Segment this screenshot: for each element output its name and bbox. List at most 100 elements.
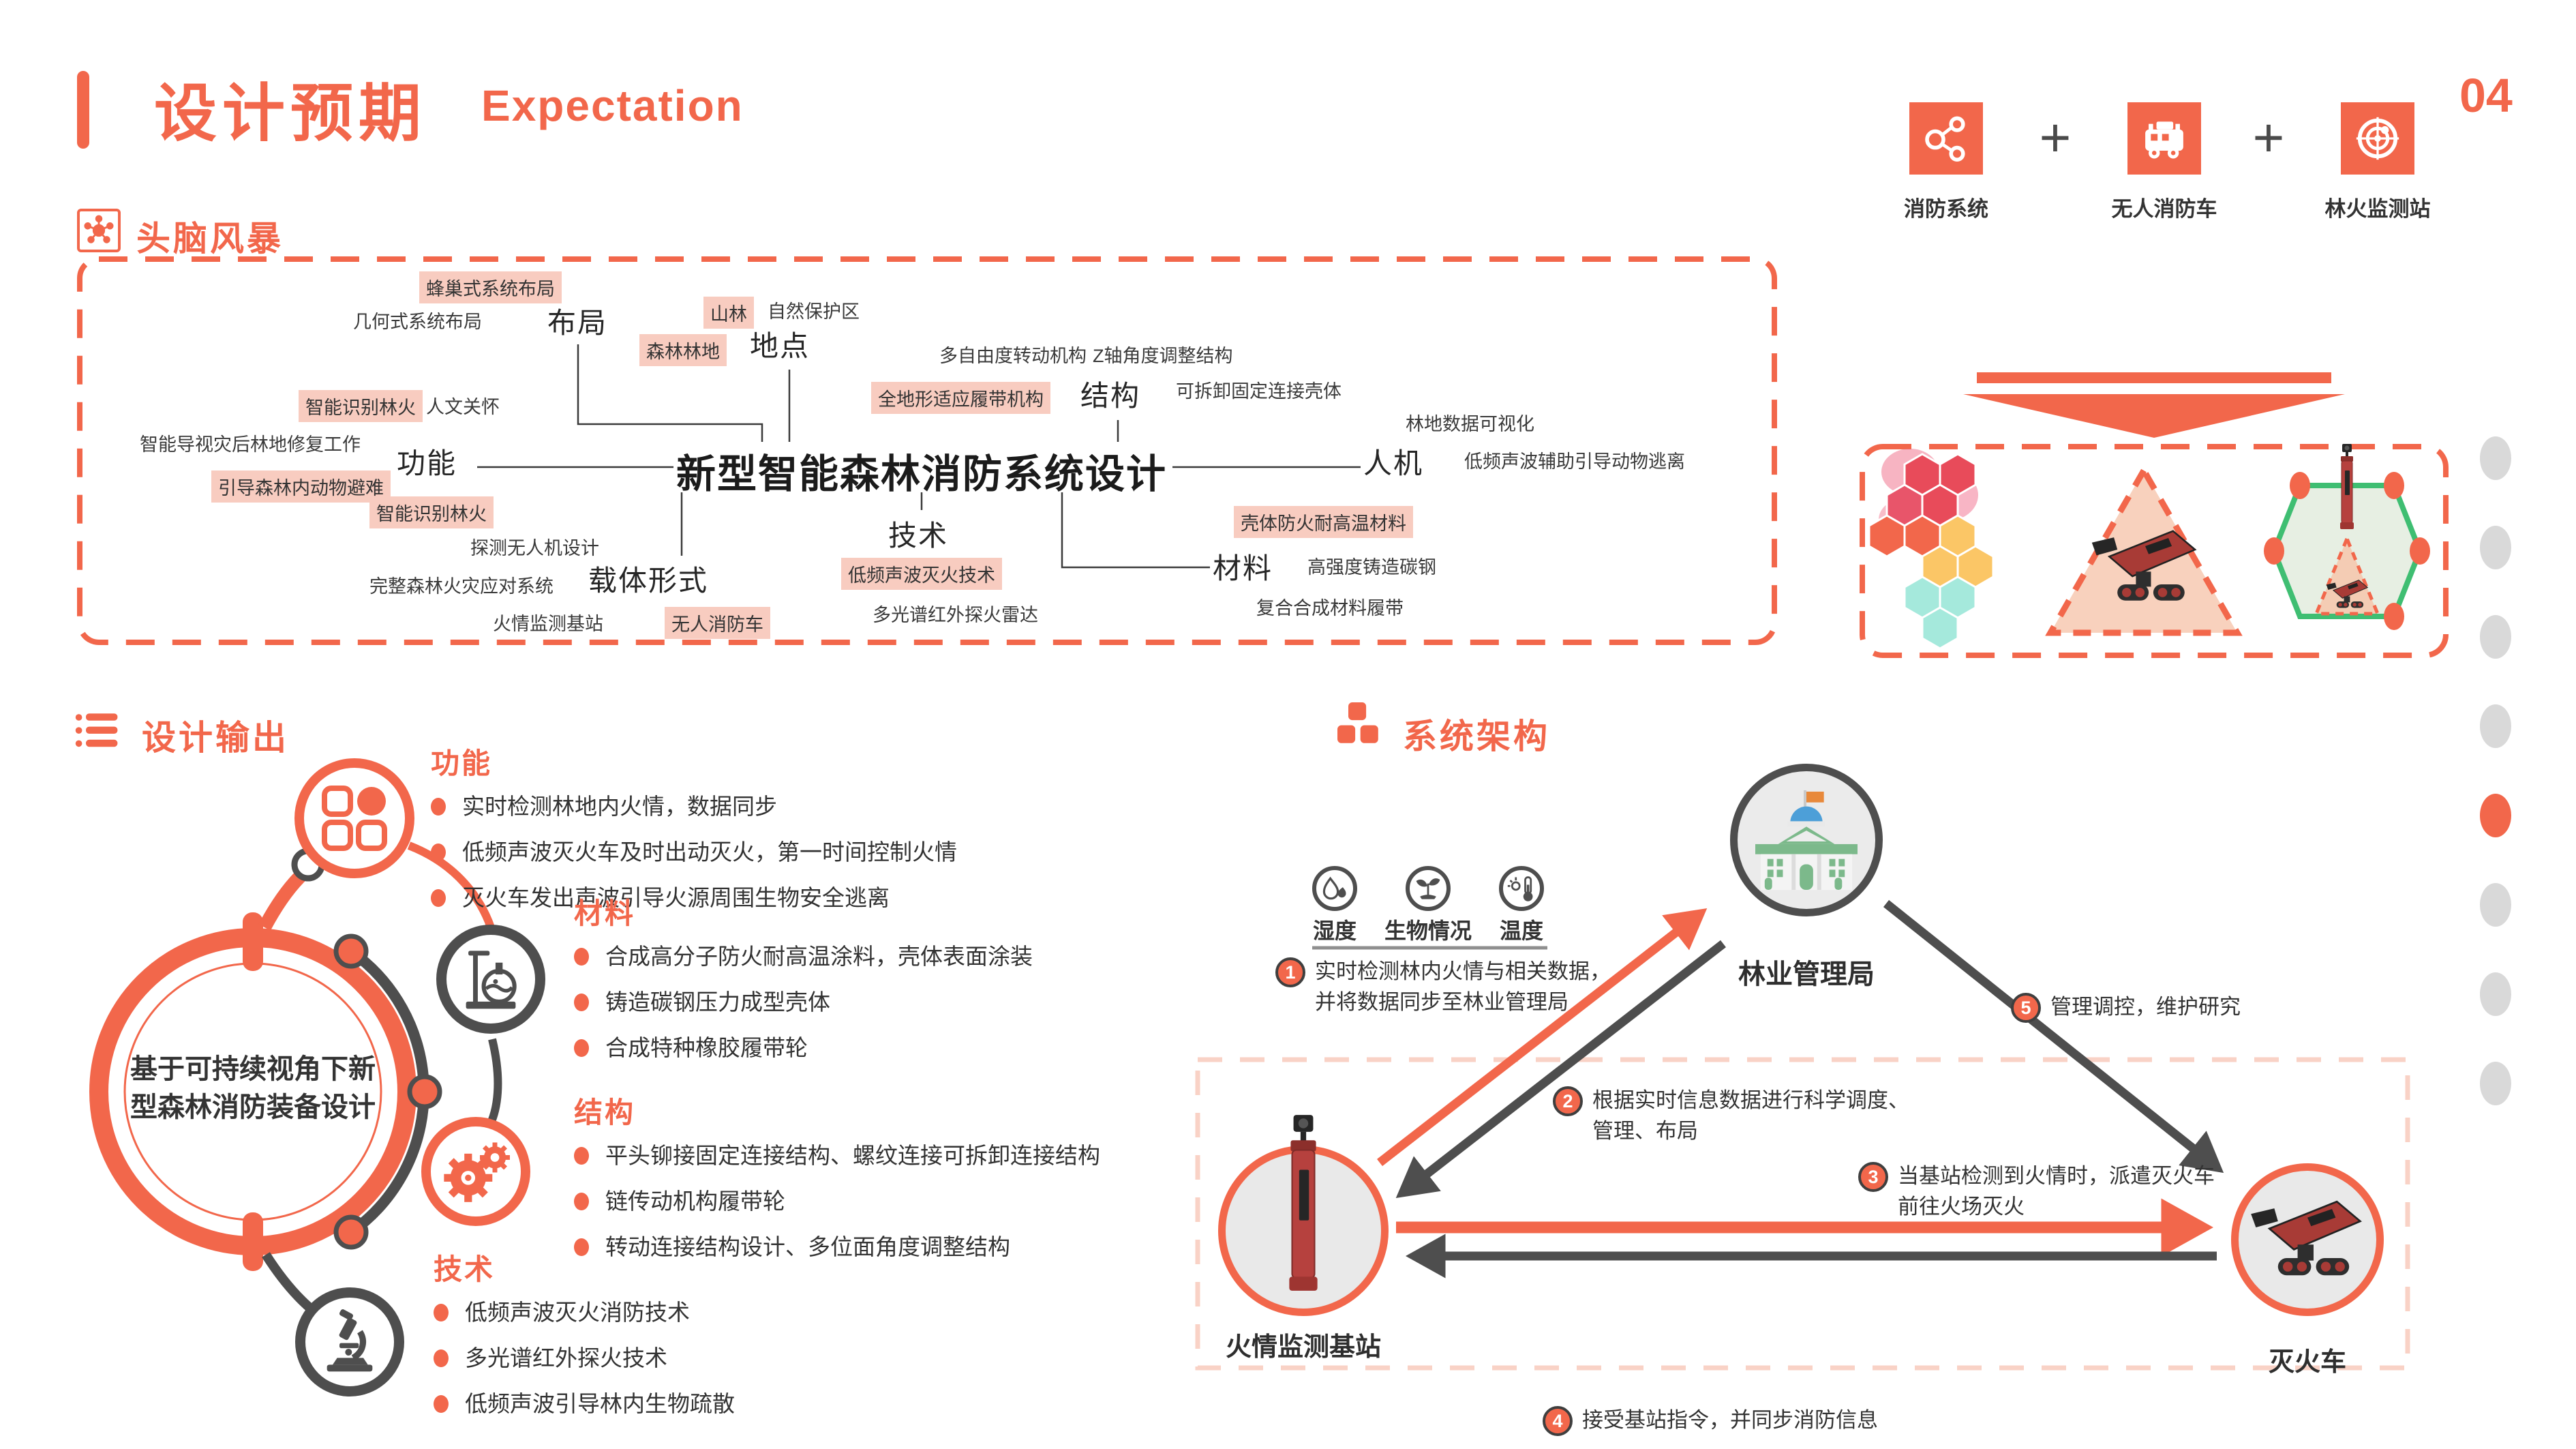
honeycomb-graphic — [1868, 449, 1995, 650]
mindmap-node: 人文关怀 — [426, 397, 500, 417]
biology-label: 生物情况 — [1384, 918, 1472, 943]
mindmap-node: 森林林地 — [639, 334, 727, 366]
plus-sign: + — [2039, 107, 2072, 168]
mindmap-node: 人机 — [1363, 447, 1424, 479]
humidity-icon — [1312, 866, 1357, 911]
concept-frame — [1860, 444, 2449, 658]
plus-sign: + — [2252, 107, 2285, 168]
humidity-label: 湿度 — [1312, 918, 1357, 943]
group-title: 技术 — [434, 1253, 496, 1285]
triangle-graphic — [2045, 464, 2243, 636]
progress-dot — [2480, 436, 2511, 480]
list-item: 低频声波灭火消防技术 — [434, 1299, 735, 1326]
technology-group-icon — [295, 1287, 404, 1396]
function-group: 功能 实时检测林地内火情，数据同步 低频声波灭火车及时出动灭火，第一时间控制火情… — [431, 741, 957, 930]
list-item: 链传动机构履带轮 — [574, 1188, 1100, 1215]
progress-dot — [2480, 883, 2511, 927]
progress-dots — [2480, 436, 2511, 1105]
structure-group: 结构 平头铆接固定连接结构、螺纹连接可拆卸连接结构 链传动机构履带轮 转动连接结… — [574, 1090, 1100, 1279]
mindmap-node: 高强度铸造碳钢 — [1307, 557, 1436, 578]
mindmap-node: 智能导视灾后林地修复工作 — [140, 434, 361, 455]
design-output-assembly — [89, 841, 502, 1334]
progress-dot — [2480, 972, 2511, 1016]
brainstorm-section-title: 头脑风暴 — [136, 220, 284, 258]
list-item: 合成特种橡胶履带轮 — [574, 1034, 1033, 1062]
monitor-station-label: 林火监测站 — [2324, 197, 2431, 221]
fire-truck-icon — [2127, 102, 2201, 175]
monitor-station-icon — [2341, 102, 2414, 175]
mindmap-node: 探测无人机设计 — [470, 538, 599, 558]
list-item: 转动连接结构设计、多位面角度调整结构 — [574, 1234, 1100, 1261]
mindmap-node: 结构 — [1080, 380, 1141, 412]
monitor-station-label: 火情监测基站 — [1225, 1333, 1381, 1362]
step-number-badge: 3 — [1858, 1162, 1888, 1192]
mindmap-node: 布局 — [547, 307, 608, 339]
mindmap-node: 火情监测基站 — [493, 614, 603, 634]
mindmap-node: 林地数据可视化 — [1406, 414, 1534, 434]
mindmap-node: 壳体防火耐高温材料 — [1234, 506, 1413, 538]
mindmap-node: 完整森林火灾应对系统 — [369, 576, 554, 597]
step-text: 管理调控，维护研究 — [2050, 995, 2241, 1019]
fire-truck-label: 灭火车 — [2268, 1348, 2346, 1377]
step-number-badge: 1 — [1275, 957, 1305, 987]
mindmap-node: 几何式系统布局 — [353, 312, 482, 332]
mindmap-node: 多自由度转动机构 — [939, 346, 1087, 366]
mindmap-node: 山林 — [703, 297, 754, 329]
material-group: 材料 合成高分子防火耐高温涂料，壳体表面涂装 铸造碳钢压力成型壳体 合成特种橡胶… — [574, 891, 1033, 1080]
fire-system-icon — [1909, 102, 1983, 175]
mindmap-node: 引导森林内动物避难 — [211, 470, 391, 503]
page-number: 04 — [2459, 69, 2513, 122]
fire-truck-label: 无人消防车 — [2111, 197, 2217, 221]
function-group-icon — [294, 758, 414, 878]
step-text: 当基站检测到火情时，派遣灭火车前往火场灭火 — [1898, 1164, 2215, 1219]
mindmap-center-topic: 新型智能森林消防系统设计 — [676, 452, 1168, 496]
architecture-frame — [1195, 1057, 2410, 1371]
mindmap-node: 自然保护区 — [768, 301, 860, 322]
structure-group-icon — [421, 1117, 530, 1226]
header-accent-bar — [77, 71, 89, 149]
mindmap-node: 复合合成材料履带 — [1256, 598, 1404, 618]
mindmap-node: 低频声波辅助引导动物逃离 — [1464, 451, 1685, 472]
material-group-icon — [436, 925, 545, 1034]
mindmap-node: 全地形适应履带机构 — [871, 382, 1050, 414]
mindmap-node: 智能识别林火 — [369, 496, 494, 528]
list-item: 低频声波引导林内生物疏散 — [434, 1390, 735, 1418]
forestry-bureau-label: 林业管理局 — [1738, 959, 1875, 989]
mindmap-node: 功能 — [397, 447, 457, 479]
technology-group: 技术 低频声波灭火消防技术 多光谱红外探火技术 低频声波引导林内生物疏散 — [434, 1246, 735, 1436]
mindmap-node: 蜂巢式系统布局 — [419, 271, 562, 303]
mindmap-node: 低频声波灭火技术 — [841, 558, 1002, 590]
monitor-tower-graphic — [1288, 1114, 1318, 1291]
step-number-badge: 2 — [1553, 1086, 1583, 1116]
mindmap-node: 多光谱红外探火雷达 — [873, 605, 1038, 625]
mindmap-node: 可拆卸固定连接壳体 — [1176, 381, 1342, 402]
group-title: 材料 — [574, 897, 636, 929]
fire-system-label: 消防系统 — [1904, 197, 1988, 221]
design-output-center-text: 基于可持续视角下新 型森林消防装备设计 — [123, 1050, 382, 1126]
mindmap-node: 材料 — [1213, 552, 1273, 584]
list-item: 多光谱红外探火技术 — [434, 1345, 735, 1372]
mindmap-node: 技术 — [888, 520, 949, 552]
center-text-line: 基于可持续视角下新 — [130, 1054, 376, 1084]
step-number-badge: 5 — [2011, 993, 2041, 1023]
step-number-badge: 4 — [1543, 1406, 1573, 1436]
mindmap-node: 载体形式 — [588, 565, 709, 597]
list-item: 合成高分子防火耐高温涂料，壳体表面涂装 — [574, 943, 1033, 970]
design-output-section-title: 设计输出 — [142, 719, 289, 757]
hexagon-zone-graphic — [2264, 443, 2430, 630]
mindmap-node: 无人消防车 — [665, 607, 770, 639]
design-output-icon — [75, 709, 119, 753]
step-text: 根据实时信息数据进行科学调度、管理、布局 — [1592, 1088, 1909, 1143]
progress-dot — [2480, 1062, 2511, 1105]
progress-dot-active — [2480, 794, 2511, 837]
list-item: 低频声波灭火车及时出动灭火，第一时间控制火情 — [431, 839, 957, 866]
page-title-english: Expectation — [481, 81, 744, 130]
mindmap-node: Z轴角度调整结构 — [1093, 346, 1233, 366]
biology-icon — [1406, 866, 1451, 911]
progress-dot — [2480, 704, 2511, 748]
temperature-icon — [1499, 866, 1544, 911]
list-item: 实时检测林地内火情，数据同步 — [431, 793, 957, 820]
progress-dot — [2480, 526, 2511, 569]
